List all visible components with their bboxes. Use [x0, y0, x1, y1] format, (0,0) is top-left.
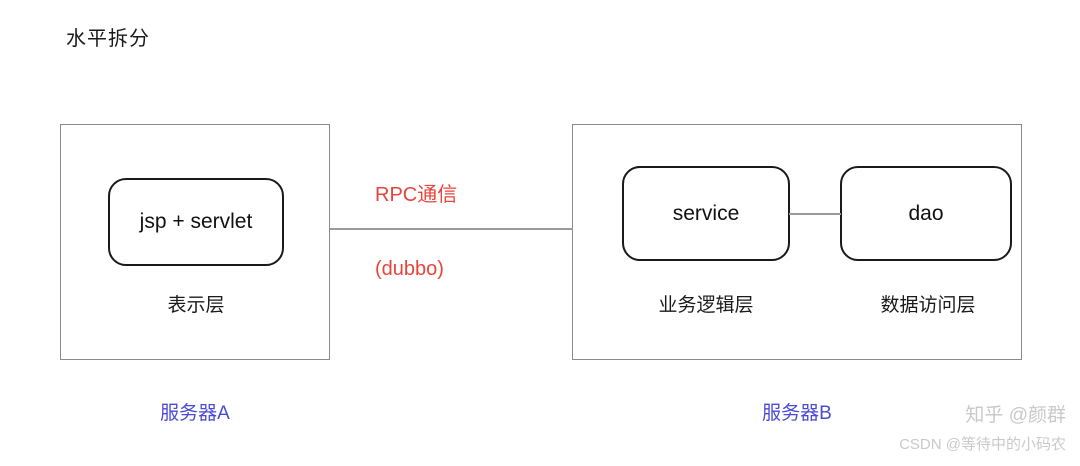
- node-service-label: service: [672, 201, 740, 225]
- node-jsp-servlet: jsp + servlet: [108, 178, 284, 266]
- rpc-connector-line: [330, 228, 573, 230]
- page-title: 水平拆分: [66, 28, 150, 50]
- node-dao: dao: [840, 166, 1012, 261]
- server-a-label: 服务器A: [160, 403, 230, 424]
- watermark-zhihu: 知乎 @颜群: [965, 405, 1066, 426]
- server-b-label: 服务器B: [762, 403, 832, 424]
- business-logic-layer-label: 业务逻辑层: [658, 295, 754, 316]
- node-service: service: [622, 166, 790, 261]
- service-dao-connector-line: [789, 213, 841, 215]
- data-access-layer-label: 数据访问层: [880, 295, 976, 316]
- dubbo-label: (dubbo): [375, 258, 444, 280]
- presentation-layer-label: 表示层: [167, 295, 225, 316]
- watermark-csdn: CSDN @等待中的小码农: [899, 436, 1066, 453]
- node-dao-label: dao: [908, 201, 944, 225]
- node-jsp-servlet-label: jsp + servlet: [139, 210, 253, 233]
- rpc-label: RPC通信: [375, 184, 458, 206]
